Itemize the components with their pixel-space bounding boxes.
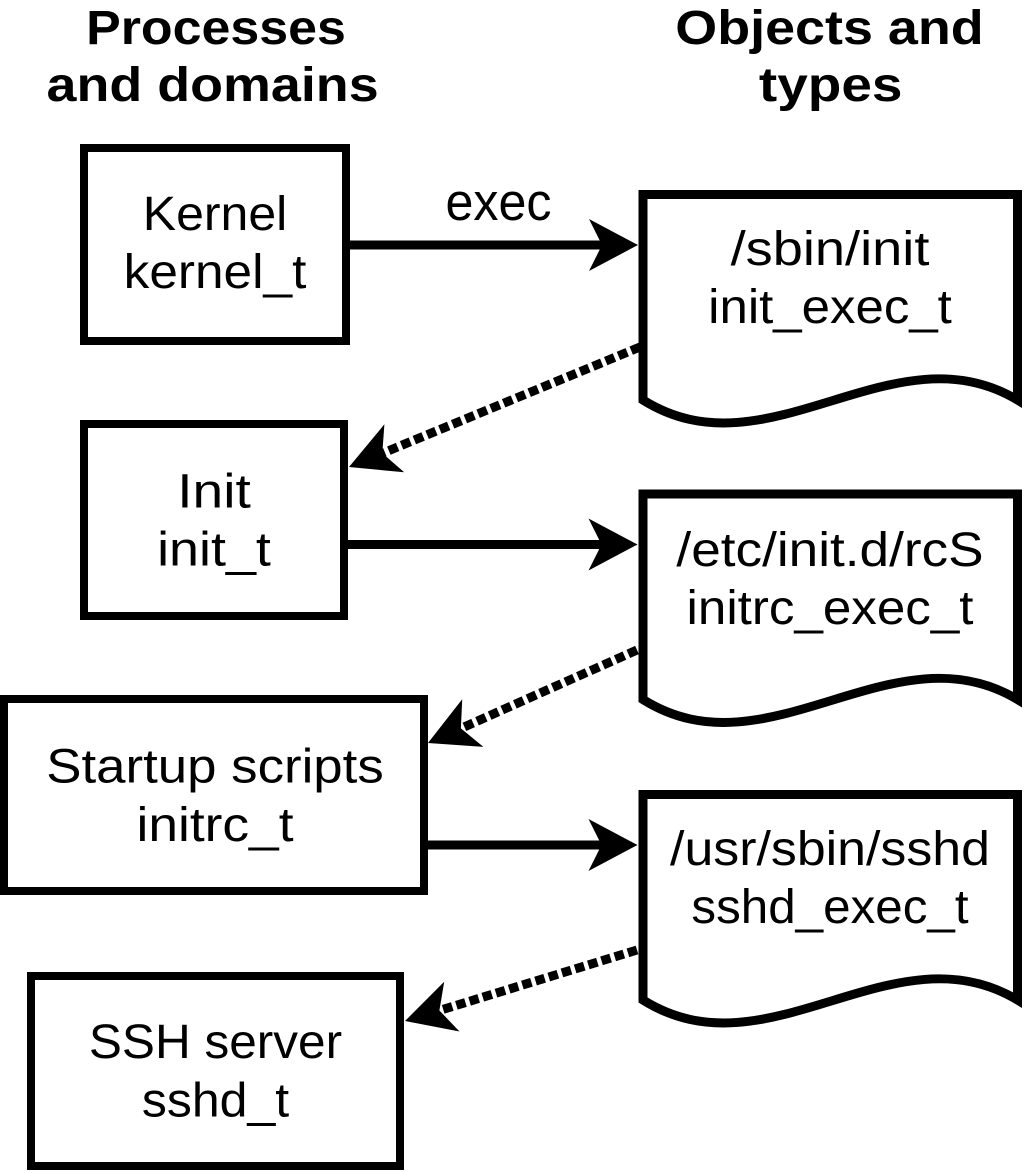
svg-text:Processes: Processes <box>86 2 346 55</box>
svg-text:init_exec_t: init_exec_t <box>708 281 952 334</box>
svg-text:Init: Init <box>177 466 251 519</box>
svg-text:SSH server: SSH server <box>89 1016 342 1069</box>
svg-text:init_t: init_t <box>157 524 271 577</box>
svg-text:/etc/init.d/rcS: /etc/init.d/rcS <box>676 524 983 577</box>
svg-text:initrc_exec_t: initrc_exec_t <box>687 582 974 635</box>
svg-text:Startup scripts: Startup scripts <box>46 741 384 794</box>
svg-text:and domains: and domains <box>47 59 379 112</box>
svg-text:initrc_t: initrc_t <box>137 799 294 852</box>
svg-text:sshd_t: sshd_t <box>142 1075 289 1128</box>
svg-text:Kernel: Kernel <box>143 188 288 241</box>
svg-text:exec: exec <box>446 173 552 232</box>
svg-text:sshd_exec_t: sshd_exec_t <box>691 881 968 934</box>
svg-text:types: types <box>759 59 903 112</box>
svg-text:/sbin/init: /sbin/init <box>731 223 930 276</box>
svg-text:/usr/sbin/sshd: /usr/sbin/sshd <box>670 823 990 876</box>
svg-text:Objects and: Objects and <box>675 2 983 55</box>
svg-text:kernel_t: kernel_t <box>124 246 307 299</box>
